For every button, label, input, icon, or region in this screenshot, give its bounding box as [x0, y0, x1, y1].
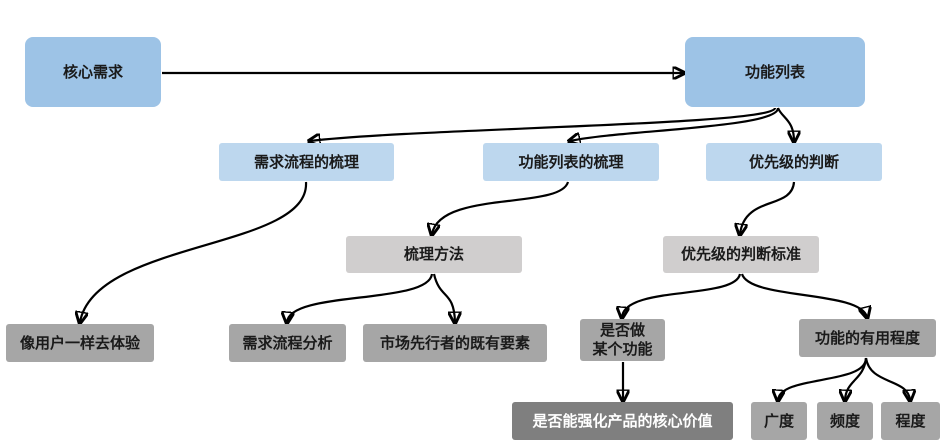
node-priority-criteria: 优先级的判断标准: [663, 236, 819, 273]
node-market-pioneer-elements: 市场先行者的既有要素: [363, 324, 547, 362]
arrow-useful-to-degree: [864, 357, 910, 400]
node-degree: 程度: [881, 402, 940, 440]
arrow-list-sort-to-method: [432, 181, 570, 234]
node-whether-to-build-feature: 是否做 某个功能: [580, 319, 665, 361]
node-sorting-method: 梳理方法: [346, 236, 522, 273]
arrow-criteria-to-whether: [622, 273, 742, 317]
arrow-method-to-flow-analysis: [287, 273, 434, 322]
arrow-flow-sort-to-like-user: [80, 181, 308, 322]
arrow-func-list-to-list-sort: [570, 107, 780, 141]
arrow-useful-to-breadth: [778, 357, 868, 400]
node-requirement-flow-sorting: 需求流程的梳理: [219, 143, 394, 181]
node-function-list-sorting: 功能列表的梳理: [483, 143, 659, 181]
arrow-func-list-to-flow-sort: [310, 106, 777, 141]
arrow-criteria-to-useful: [740, 273, 867, 317]
node-function-list: 功能列表: [685, 37, 865, 107]
node-feature-usefulness: 功能的有用程度: [799, 319, 936, 357]
arrow-func-list-to-priority: [776, 107, 794, 141]
arrow-useful-to-frequency: [845, 357, 868, 400]
node-strengthen-core-value: 是否能强化产品的核心价值: [512, 402, 733, 440]
node-requirement-flow-analysis: 需求流程分析: [229, 324, 346, 362]
node-priority-judgement: 优先级的判断: [706, 143, 882, 181]
node-frequency: 频度: [817, 402, 873, 440]
arrow-method-to-market: [432, 273, 455, 322]
node-breadth: 广度: [751, 402, 807, 440]
node-experience-like-user: 像用户一样去体验: [6, 324, 154, 362]
node-core-requirement: 核心需求: [25, 37, 161, 107]
arrow-priority-to-criteria: [740, 181, 796, 234]
